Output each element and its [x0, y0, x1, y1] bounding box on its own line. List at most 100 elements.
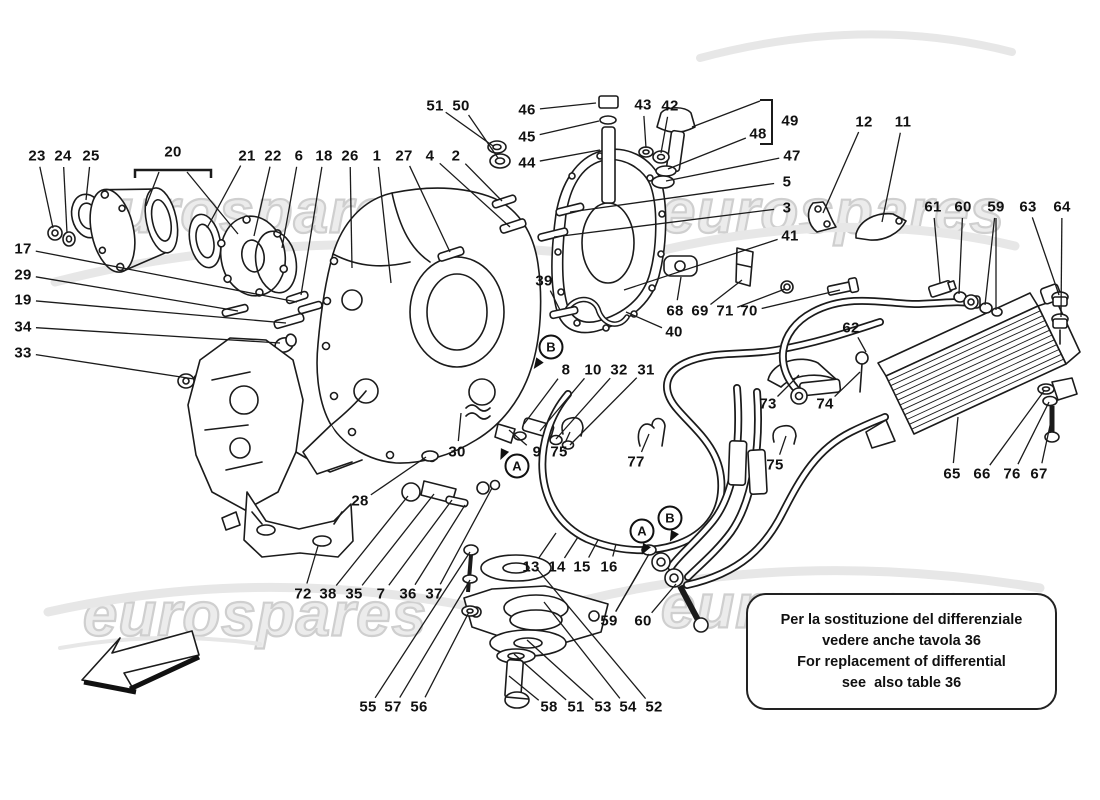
note-line-english-1: For replacement of differential [797, 653, 1006, 670]
connection-marker-A: A [504, 453, 530, 479]
callout-49: 49 [781, 112, 799, 130]
callout-47: 47 [783, 147, 801, 165]
callout-13: 13 [522, 558, 540, 576]
callout-48: 48 [749, 125, 767, 143]
bearing-housing-20 [89, 187, 179, 273]
callout-59: 59 [987, 198, 1005, 216]
callout-22: 22 [264, 147, 282, 165]
callout-6: 6 [294, 147, 304, 165]
callout-27: 27 [395, 147, 413, 165]
callout-25: 25 [82, 147, 100, 165]
callout-10: 10 [584, 361, 602, 379]
callout-40: 40 [665, 323, 683, 341]
note-line-italian-2: vedere anche tavola 36 [822, 632, 981, 649]
callout-37: 37 [425, 585, 443, 603]
callout-12: 12 [855, 113, 873, 131]
note-box: Per la sostituzione del differenziale ve… [746, 593, 1057, 710]
support-bracket-72 [221, 491, 354, 558]
callout-26: 26 [341, 147, 359, 165]
connection-marker-B: B [657, 505, 683, 531]
dipstick [598, 95, 619, 204]
callout-29: 29 [14, 266, 32, 284]
callout-55: 55 [359, 698, 377, 716]
callout-30: 30 [448, 443, 466, 461]
callout-59: 59 [600, 612, 618, 630]
callout-60: 60 [634, 612, 652, 630]
subframe-casting [187, 337, 363, 511]
callout-51: 51 [567, 698, 585, 716]
group-bracket-20 [133, 168, 213, 178]
callout-21: 21 [238, 147, 256, 165]
callout-1: 1 [372, 147, 382, 165]
o-ring-6 [254, 230, 298, 294]
callout-11: 11 [894, 113, 912, 131]
callout-36: 36 [399, 585, 417, 603]
callout-9: 9 [532, 443, 542, 461]
callout-57: 57 [384, 698, 402, 716]
callout-68: 68 [666, 302, 684, 320]
cover-plate-22 [217, 215, 289, 297]
callout-44: 44 [518, 154, 536, 172]
callout-41: 41 [781, 227, 799, 245]
callout-24: 24 [54, 147, 72, 165]
callout-23: 23 [28, 147, 46, 165]
callout-75: 75 [766, 456, 784, 474]
callout-74: 74 [816, 395, 834, 413]
callout-64: 64 [1053, 198, 1071, 216]
callout-58: 58 [540, 698, 558, 716]
callout-15: 15 [573, 558, 591, 576]
callout-4: 4 [425, 147, 435, 165]
callout-53: 53 [594, 698, 612, 716]
callout-65: 65 [943, 465, 961, 483]
callout-38: 38 [319, 585, 337, 603]
callout-70: 70 [740, 302, 758, 320]
callout-2: 2 [451, 147, 461, 165]
callout-66: 66 [973, 465, 991, 483]
callout-54: 54 [619, 698, 637, 716]
group-bracket-49 [760, 99, 773, 145]
callout-75: 75 [550, 443, 568, 461]
callout-31: 31 [637, 361, 655, 379]
callout-32: 32 [610, 361, 628, 379]
callout-77: 77 [627, 453, 645, 471]
callout-28: 28 [351, 492, 369, 510]
direction-arrow [81, 630, 201, 695]
callout-39: 39 [535, 272, 553, 290]
callout-3: 3 [782, 199, 792, 217]
note-line-english-2: see also table 36 [841, 674, 962, 691]
callout-34: 34 [14, 318, 32, 336]
callout-45: 45 [518, 128, 536, 146]
callout-18: 18 [315, 147, 333, 165]
connection-marker-A: A [629, 518, 655, 544]
note-line-italian-1: Per la sostituzione del differenziale [780, 611, 1023, 628]
callout-50: 50 [452, 97, 470, 115]
callout-62: 62 [842, 319, 860, 337]
callout-51: 51 [426, 97, 444, 115]
callout-52: 52 [645, 698, 663, 716]
differential-carrier [302, 187, 542, 475]
callout-73: 73 [759, 395, 777, 413]
callout-42: 42 [661, 97, 679, 115]
callout-16: 16 [600, 558, 618, 576]
callout-19: 19 [14, 291, 32, 309]
callout-7: 7 [376, 585, 386, 603]
callout-35: 35 [345, 585, 363, 603]
callout-5: 5 [782, 173, 792, 191]
callout-61: 61 [924, 198, 942, 216]
callout-46: 46 [518, 101, 536, 119]
callout-67: 67 [1030, 465, 1048, 483]
callout-69: 69 [691, 302, 709, 320]
connection-marker-B: B [538, 334, 564, 360]
callout-8: 8 [561, 361, 571, 379]
callout-56: 56 [410, 698, 428, 716]
callout-71: 71 [716, 302, 734, 320]
damper-mount-stack [461, 544, 609, 709]
callout-17: 17 [14, 240, 32, 258]
callout-76: 76 [1003, 465, 1021, 483]
callout-63: 63 [1019, 198, 1037, 216]
callout-20: 20 [164, 143, 182, 161]
callout-60: 60 [954, 198, 972, 216]
callout-14: 14 [548, 558, 566, 576]
